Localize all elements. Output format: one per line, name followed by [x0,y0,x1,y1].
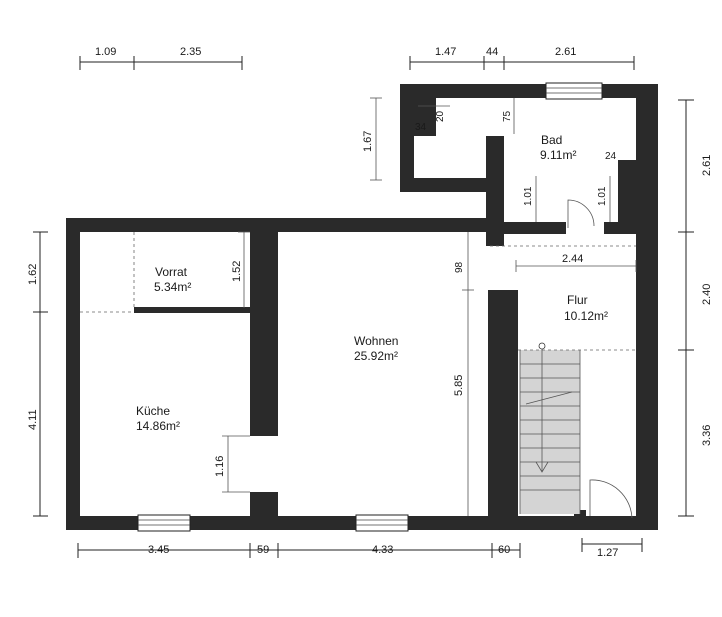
wall-right [636,84,658,530]
dim-interior: 1.67 20 34 75 24 1.01 1.01 1.52 98 5.85 … [214,97,637,516]
dim-bottom-2: 59 [257,544,269,556]
dim-bottom: 3.45 59 4.33 60 1.27 [77,538,643,559]
room-kueche-name: Küche [136,404,170,418]
dim-top-1: 1.09 [95,46,116,58]
dim-top-4: 44 [486,46,498,58]
wall-bad-top [400,84,658,98]
dim-bottom-5: 1.27 [597,547,618,559]
wall-bad-bottom-left [400,178,490,192]
doors [567,199,633,530]
dim-top-3: 1.47 [435,46,456,58]
dim-right-3: 3.36 [701,425,713,446]
dim-bottom-1: 3.45 [148,544,169,556]
bad-right-niche [618,160,636,222]
window-bad [545,82,603,100]
wall-main-left [66,218,80,530]
room-vorrat-name: Vorrat [155,265,188,279]
dim-bad-door-left: 1.01 [523,186,534,206]
dim-bad-75: 75 [502,110,513,122]
dim-top-2: 2.35 [180,46,201,58]
dim-bad-height: 1.67 [362,131,374,152]
door-entrance [589,479,633,519]
wall-bad-inner [486,136,504,246]
wall-bad-bottom-right [604,222,636,234]
dim-right-2: 2.40 [701,284,713,305]
wall-kueche-wohnen-lower [250,492,278,522]
wall-bad-left [400,84,414,192]
room-kueche-area: 14.86m² [136,419,180,433]
windows [137,82,603,532]
room-bad-area: 9.11m² [540,148,576,162]
dim-vorrat-height: 1.52 [231,261,243,282]
dim-bottom-3: 4.33 [372,544,393,556]
wall-vorrat-bottom [134,307,250,313]
room-labels: Vorrat 5.34m² Küche 14.86m² Wohnen 25.92… [136,133,608,433]
dim-bottom-4: 60 [498,544,510,556]
separators [80,232,636,351]
room-flur-name: Flur [567,293,588,307]
room-bad-name: Bad [541,133,562,147]
wall-bad-bottom [504,222,566,234]
dim-bad-24: 24 [605,151,617,162]
dim-right-1: 2.61 [701,155,713,176]
dim-kueche-opening: 1.16 [214,456,226,477]
room-vorrat-area: 5.34m² [154,280,191,294]
dim-niche-34: 34 [415,122,427,133]
dim-top-5: 2.61 [555,46,576,58]
door-bad [567,199,595,228]
room-flur-area: 10.12m² [564,309,608,323]
niche-block [414,98,436,136]
dim-wohnen-98: 98 [454,261,465,273]
dim-top: 1.09 2.35 1.47 44 2.61 [79,46,635,70]
dim-wohnen-height: 5.85 [453,375,465,396]
wall-kueche-wohnen-upper [250,218,278,436]
dim-left: 1.62 4.11 [27,231,48,517]
dim-flur-width: 2.44 [562,253,583,265]
window-wohnen [355,514,409,532]
room-wohnen-name: Wohnen [354,334,398,348]
room-wohnen-area: 25.92m² [354,349,398,363]
dim-left-2: 4.11 [27,409,39,430]
dim-niche-20: 20 [435,110,446,122]
walls [66,84,658,530]
dim-left-1: 1.62 [27,264,39,285]
wall-wohnen-flur [488,290,518,522]
window-kueche [137,514,191,532]
entrance-arrow [600,521,624,530]
dim-right: 2.61 2.40 3.36 [678,99,713,517]
dim-bad-door-right: 1.01 [597,186,608,206]
staircase [519,342,581,514]
